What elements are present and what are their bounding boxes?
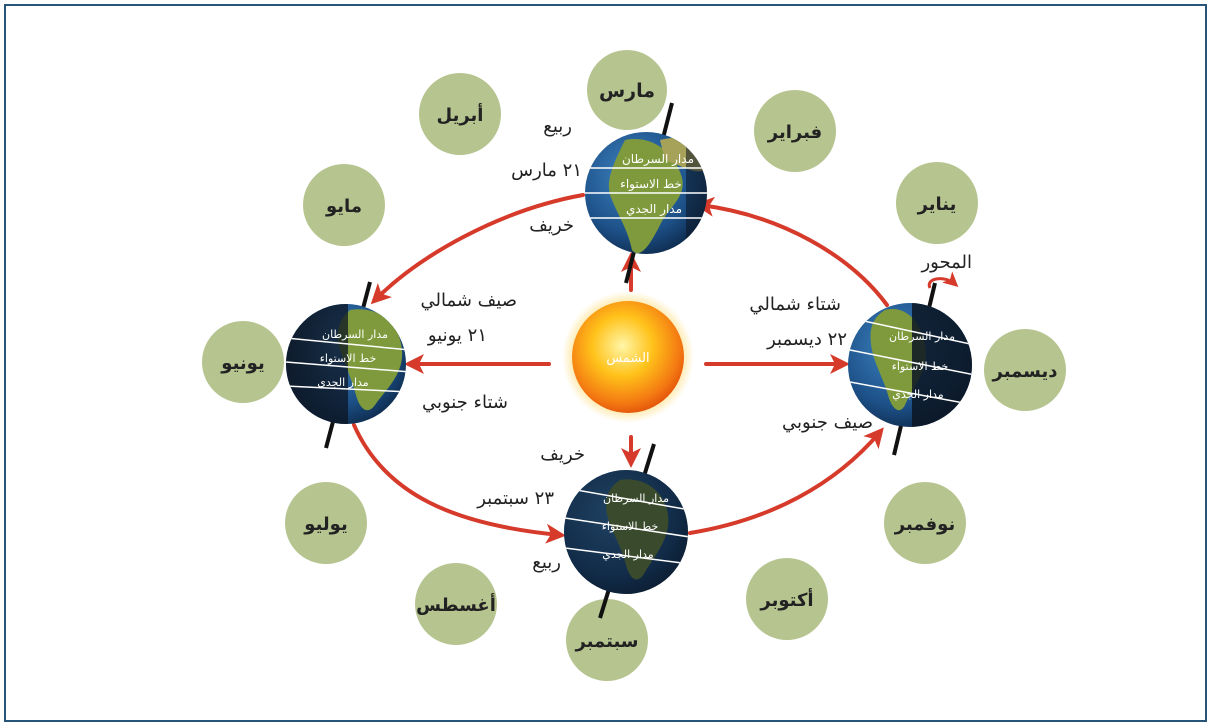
label-march-date: ٢١ مارس [511, 160, 582, 181]
label-june-south-winter: شتاء جنوبي [422, 392, 508, 413]
orbit-arrow-june-to-september [352, 423, 566, 544]
month-circle-march [587, 50, 667, 130]
month-label-july: يوليو [303, 514, 347, 535]
month-circle-january [896, 162, 978, 244]
month-label-march: مارس [599, 80, 655, 102]
sun: الشمس [562, 291, 694, 423]
label-september-date: ٢٣ سبتمبر [476, 488, 554, 509]
earth-march: مدار السرطان خط الاستواء مدار الجدي [585, 102, 707, 284]
month-circle-december [984, 329, 1066, 411]
month-label-june: يونيو [220, 353, 264, 374]
month-label-february: فبراير [767, 122, 822, 143]
label-december-north-winter: شتاء شمالي [749, 294, 841, 315]
orbit-arrows [352, 193, 889, 544]
tropic-capricorn-label-march: مدار الجدي [626, 202, 682, 217]
month-label-october: أكتوبر [759, 588, 813, 611]
label-june-north-summer: صيف شمالي [420, 290, 517, 311]
earth-june: مدار السرطان خط الاستواء مدار الجدي [286, 281, 406, 449]
month-circle-october [746, 558, 828, 640]
sun-label: الشمس [606, 351, 649, 366]
equator-label-june: خط الاستواء [320, 352, 377, 365]
label-march-spring: ربيع [543, 116, 572, 137]
axis-rotation-arrow [927, 271, 959, 289]
month-circle-april [419, 73, 501, 155]
equator-label-december: خط الاستواء [892, 360, 949, 373]
label-december-south-summer: صيف جنوبي [782, 412, 873, 433]
tropic-cancer-label-december: مدار السرطان [889, 330, 955, 343]
label-september-autumn: خريف [540, 444, 585, 465]
month-circle-july [285, 482, 367, 564]
tropic-capricorn-label-june: مدار الجدي [317, 376, 369, 389]
season-labels: ربيع ٢١ مارس خريف صيف شمالي ٢١ يونيو شتا… [420, 116, 972, 573]
month-circle-november [884, 482, 966, 564]
orbit-arrow-september-to-december [688, 427, 884, 535]
month-label-november: نوفمبر [894, 514, 955, 535]
label-december-date: ٢٢ ديسمبر [766, 329, 847, 350]
tropic-cancer-label-september: مدار السرطان [603, 492, 669, 505]
month-circle-may [303, 164, 385, 246]
orbit-arrow-december-to-march [694, 196, 889, 307]
month-circle-august [415, 563, 497, 645]
equator-label-september: خط الاستواء [602, 520, 659, 533]
label-june-date: ٢١ يونيو [427, 325, 487, 346]
month-label-january: يناير [917, 194, 957, 215]
axis-label: المحور [920, 252, 972, 273]
equator-label-march: خط الاستواء [620, 177, 682, 192]
month-circles: مارس أبريل فبراير مايو يناير يونيو ديسمب… [202, 50, 1066, 681]
month-label-may: مايو [325, 196, 362, 217]
month-label-september: سبتمبر [574, 631, 638, 652]
month-label-december: ديسمبر [992, 361, 1058, 382]
month-circle-september [566, 599, 648, 681]
month-circle-june [202, 321, 284, 403]
label-march-autumn: خريف [529, 215, 574, 236]
orbit-arrow-march-to-june [370, 193, 585, 305]
tropic-capricorn-label-september: مدار الجدي [602, 548, 654, 561]
sun-disc [572, 301, 684, 413]
earth-september: مدار السرطان خط الاستواء مدار الجدي [564, 443, 688, 619]
month-circle-february [754, 90, 836, 172]
label-september-spring: ربيع [532, 552, 561, 573]
month-label-august: أغسطس [416, 593, 496, 616]
tropic-capricorn-label-december: مدار الجدي [892, 388, 944, 401]
month-label-april: أبريل [437, 103, 484, 126]
tropic-cancer-label-march: مدار السرطان [622, 152, 694, 167]
tropic-cancer-label-june: مدار السرطان [322, 328, 388, 341]
